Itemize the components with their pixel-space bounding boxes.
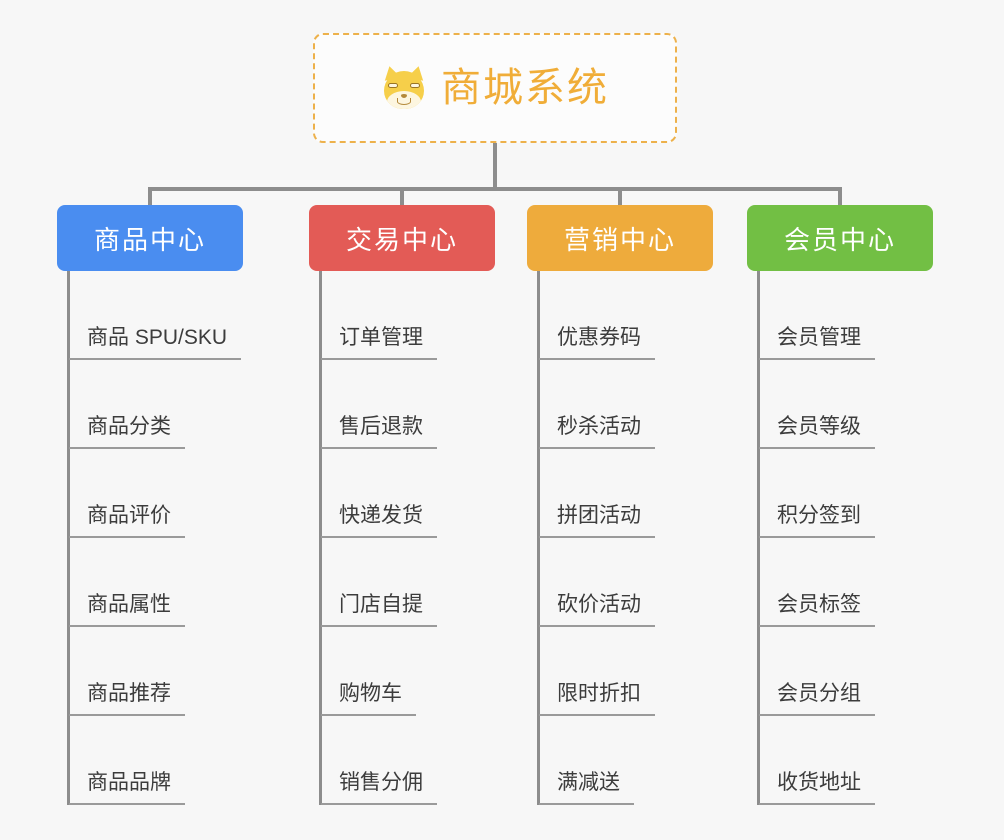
leaf-label: 收货地址: [759, 770, 875, 805]
list-item[interactable]: 商品品牌: [69, 716, 243, 805]
leaf-label: 满减送: [539, 770, 634, 805]
leaf-label: 商品属性: [69, 592, 185, 627]
leaf-list-1: 商品 SPU/SKU 商品分类 商品评价 商品属性 商品推荐 商品品牌: [57, 271, 243, 805]
leaf-label: 限时折扣: [539, 681, 655, 716]
leaf-label: 售后退款: [321, 414, 437, 449]
list-item[interactable]: 会员标签: [759, 538, 933, 627]
leaf-label: 砍价活动: [539, 592, 655, 627]
list-item[interactable]: 限时折扣: [539, 627, 713, 716]
leaf-label: 会员等级: [759, 414, 875, 449]
list-item[interactable]: 商品属性: [69, 538, 243, 627]
list-item[interactable]: 拼团活动: [539, 449, 713, 538]
shiba-dog-icon: [381, 64, 427, 111]
list-item[interactable]: 购物车: [321, 627, 495, 716]
connector-root-stem: [493, 143, 497, 191]
leaf-label: 商品推荐: [69, 681, 185, 716]
leaf-label: 订单管理: [321, 325, 437, 360]
leaf-label: 积分签到: [759, 503, 875, 538]
connector-spine-3: [537, 271, 540, 805]
leaf-list-4: 会员管理 会员等级 积分签到 会员标签 会员分组 收货地址: [747, 271, 933, 805]
leaf-label: 商品评价: [69, 503, 185, 538]
connector-bus-bar: [148, 187, 842, 191]
list-item[interactable]: 商品评价: [69, 449, 243, 538]
list-item[interactable]: 商品推荐: [69, 627, 243, 716]
leaf-label: 快递发货: [321, 503, 437, 538]
list-item[interactable]: 满减送: [539, 716, 713, 805]
leaf-list-2: 订单管理 售后退款 快递发货 门店自提 购物车 销售分佣: [309, 271, 495, 805]
list-item[interactable]: 会员分组: [759, 627, 933, 716]
category-column-4: 会员中心 会员管理 会员等级 积分签到 会员标签 会员分组 收货地址: [747, 205, 933, 805]
list-item[interactable]: 商品分类: [69, 360, 243, 449]
connector-drop-4: [838, 187, 842, 209]
list-item[interactable]: 积分签到: [759, 449, 933, 538]
connector-drop-1: [148, 187, 152, 209]
list-item[interactable]: 优惠券码: [539, 271, 713, 360]
category-box-4[interactable]: 会员中心: [747, 205, 933, 271]
list-item[interactable]: 收货地址: [759, 716, 933, 805]
leaf-label: 会员管理: [759, 325, 875, 360]
list-item[interactable]: 门店自提: [321, 538, 495, 627]
leaf-label: 商品分类: [69, 414, 185, 449]
list-item[interactable]: 砍价活动: [539, 538, 713, 627]
leaf-label: 销售分佣: [321, 770, 437, 805]
leaf-label: 拼团活动: [539, 503, 655, 538]
leaf-label: 购物车: [321, 681, 416, 716]
category-column-1: 商品中心 商品 SPU/SKU 商品分类 商品评价 商品属性 商品推荐 商品品牌: [57, 205, 243, 805]
category-label-1: 商品中心: [93, 224, 206, 255]
list-item[interactable]: 会员等级: [759, 360, 933, 449]
root-title: 商城系统: [441, 66, 609, 110]
leaf-label: 会员标签: [759, 592, 875, 627]
list-item[interactable]: 会员管理: [759, 271, 933, 360]
category-label-3: 营销中心: [563, 224, 676, 255]
category-box-2[interactable]: 交易中心: [309, 205, 495, 271]
connector-spine-1: [67, 271, 70, 805]
list-item[interactable]: 商品 SPU/SKU: [69, 271, 243, 360]
leaf-label: 优惠券码: [539, 325, 655, 360]
leaf-list-3: 优惠券码 秒杀活动 拼团活动 砍价活动 限时折扣 满减送: [527, 271, 713, 805]
category-column-2: 交易中心 订单管理 售后退款 快递发货 门店自提 购物车 销售分佣: [309, 205, 495, 805]
list-item[interactable]: 快递发货: [321, 449, 495, 538]
leaf-label: 商品 SPU/SKU: [69, 325, 242, 360]
category-label-4: 会员中心: [783, 224, 896, 255]
leaf-label: 秒杀活动: [539, 414, 655, 449]
root-node[interactable]: 商城系统: [313, 33, 677, 143]
list-item[interactable]: 秒杀活动: [539, 360, 713, 449]
connector-spine-2: [319, 271, 322, 805]
category-label-2: 交易中心: [345, 224, 458, 255]
leaf-label: 商品品牌: [69, 770, 185, 805]
list-item[interactable]: 售后退款: [321, 360, 495, 449]
connector-drop-3: [618, 187, 622, 209]
category-box-3[interactable]: 营销中心: [527, 205, 713, 271]
list-item[interactable]: 销售分佣: [321, 716, 495, 805]
connector-drop-2: [400, 187, 404, 209]
list-item[interactable]: 订单管理: [321, 271, 495, 360]
leaf-label: 会员分组: [759, 681, 875, 716]
leaf-label: 门店自提: [321, 592, 437, 627]
connector-spine-4: [757, 271, 760, 805]
category-box-1[interactable]: 商品中心: [57, 205, 243, 271]
category-column-3: 营销中心 优惠券码 秒杀活动 拼团活动 砍价活动 限时折扣 满减送: [527, 205, 713, 805]
